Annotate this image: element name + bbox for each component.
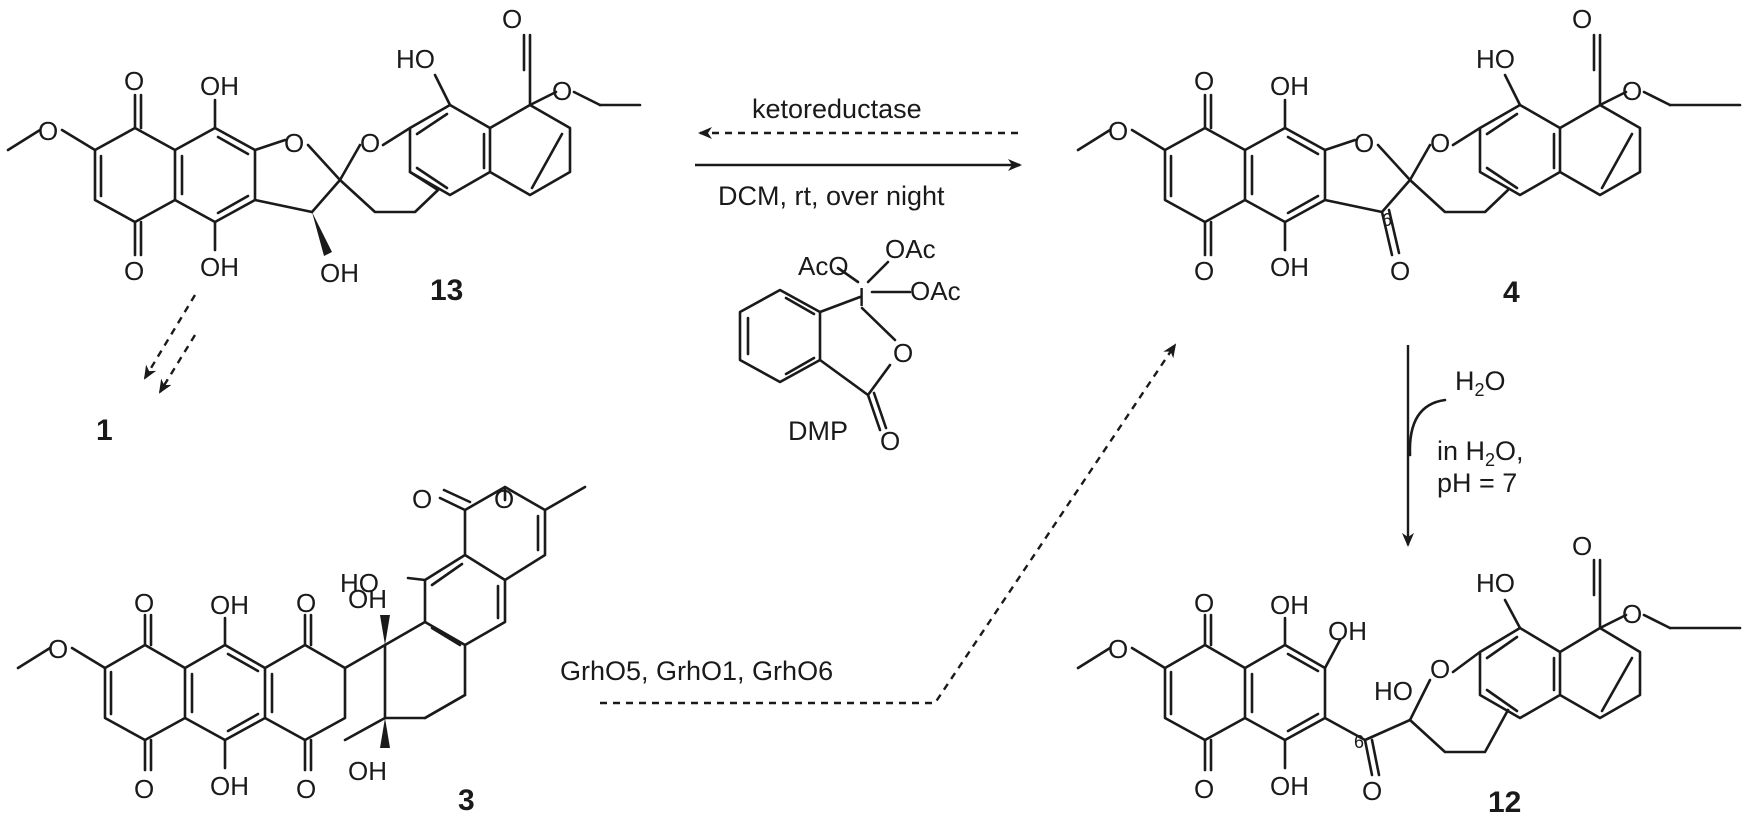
oxidation-enzymes-label: GrhO5, GrhO1, GrhO6 (560, 656, 833, 686)
compound-12-label: 12 (1488, 786, 1521, 819)
atom-label: OH (1270, 71, 1309, 101)
dmp-oac-label: OAc (885, 234, 936, 264)
atom-label: HO (1374, 676, 1413, 706)
atom-label: O (296, 588, 316, 618)
dmp-structure: AcO OAc OAc I O O DMP (738, 234, 961, 456)
compound-12-structure (1076, 558, 1742, 777)
atom-label: OH (1270, 771, 1309, 801)
atom-label: O (48, 634, 68, 664)
compound-3-structure (16, 485, 587, 772)
atom-label: O (124, 256, 144, 286)
atom-label: O (1108, 116, 1128, 146)
arrow-3-to-4: GrhO5, GrhO1, GrhO6 (560, 343, 1177, 705)
atom-label: O (124, 66, 144, 96)
atom-label: O (1390, 256, 1410, 286)
atom-label: OH (1270, 252, 1309, 282)
dmp-aco-label: AcO (798, 251, 849, 281)
compound-4-atom-labels: O O O OH OH O O O 6 HO O O 4 (1108, 4, 1642, 309)
atom-label: HO (1476, 568, 1515, 598)
atom-label: OH (1270, 590, 1309, 620)
atom-label: OH (348, 756, 387, 786)
atom-label: HO (1476, 44, 1515, 74)
atom-label: OH (200, 71, 239, 101)
atom-label: O (284, 128, 304, 158)
atom-label: O (1194, 66, 1214, 96)
atom-label: O (1622, 76, 1642, 106)
atom-label: O (134, 774, 154, 804)
atom-label: HO (340, 568, 379, 598)
dmp-oxidation-arrow: DCM, rt, over night (695, 159, 1022, 211)
atom-label: O (893, 338, 913, 368)
atom-label: O (412, 484, 432, 514)
compound-4-label: 4 (1503, 276, 1520, 309)
atom-label: O (360, 128, 380, 158)
atom-label: OH (200, 252, 239, 282)
atom-label: OH (1328, 616, 1367, 646)
atom-label: OH (320, 258, 359, 288)
atom-label: OH (210, 771, 249, 801)
water-label: H2O (1455, 366, 1506, 400)
atom-label: O (502, 4, 522, 34)
atom-label: O (1622, 599, 1642, 629)
conditions-label: DCM, rt, over night (718, 181, 945, 211)
atom-label: O (1572, 531, 1592, 561)
atom-label: O (1572, 4, 1592, 34)
hydrolysis-conditions-line1: in H2O, (1437, 436, 1524, 470)
compound-3-atom-labels: O O O OH OH O O OH OH HO O O 3 (48, 484, 514, 817)
arrows-13-to-1 (143, 294, 197, 394)
atom-label: O (1354, 128, 1374, 158)
compound-13-atom-labels: O O O OH OH O O OH HO O O 13 (38, 4, 572, 307)
atom-label: O (1194, 256, 1214, 286)
compound-1-label: 1 (96, 414, 113, 447)
dmp-name-label: DMP (788, 416, 848, 446)
compound-13-structure (6, 33, 642, 257)
atom-label: HO (396, 44, 435, 74)
compound-12-atom-labels: O O O OH OH OH HO O O 6 HO O O 12 (1108, 531, 1642, 819)
compound-3-label: 3 (458, 784, 475, 817)
atom-label: O (134, 588, 154, 618)
hydrolysis-conditions-line2: pH = 7 (1437, 468, 1517, 498)
hydrolysis-arrow: H2O in H2O, pH = 7 (1402, 345, 1524, 547)
atom-label: O (880, 426, 900, 456)
position-6-label: 6 (1354, 732, 1364, 752)
atom-label: O (1430, 128, 1450, 158)
atom-label: O (296, 774, 316, 804)
atom-label: O (552, 76, 572, 106)
atom-label: O (1194, 588, 1214, 618)
ketoreductase-label: ketoreductase (752, 94, 922, 124)
dmp-iodine-label: I (858, 282, 865, 312)
atom-label: O (38, 116, 58, 146)
dmp-oac-label: OAc (910, 276, 961, 306)
atom-label: O (1362, 776, 1382, 806)
atom-label: O (494, 484, 514, 514)
atom-label: O (1430, 654, 1450, 684)
position-6-label: 6 (1382, 210, 1392, 230)
atom-label: OH (210, 590, 249, 620)
compound-13-label: 13 (430, 274, 463, 307)
atom-label: OH (348, 584, 387, 614)
atom-label: O (1108, 634, 1128, 664)
compound-4-structure (1076, 33, 1742, 257)
ketoreductase-arrow: ketoreductase (698, 94, 1018, 139)
atom-label: O (1194, 774, 1214, 804)
